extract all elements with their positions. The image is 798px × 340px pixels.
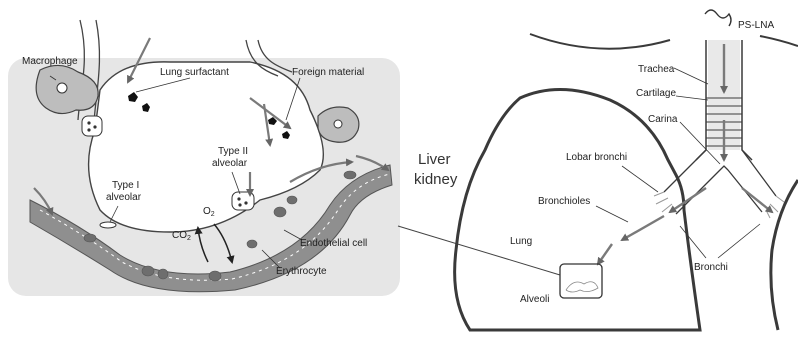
type-i-alveolar-cell <box>100 222 116 228</box>
bronchioles-arrow <box>622 216 664 240</box>
lungs-panel: PS-LNA Trachea Cartilage Carina Lobar br… <box>455 10 798 330</box>
alveoli-sketch <box>566 282 598 292</box>
label-trachea: Trachea <box>638 64 675 75</box>
bronchial-branch <box>654 192 672 212</box>
granule <box>237 197 240 200</box>
label-erythrocyte: Erythrocyte <box>276 266 327 277</box>
alveoli-inset-box <box>560 264 602 298</box>
erythrocyte-cell <box>142 266 154 276</box>
erythrocyte-cell <box>84 234 96 242</box>
label-type-i-line2: alveolar <box>106 192 142 203</box>
o2-sub: 2 <box>211 211 215 218</box>
erythrocyte-cell <box>247 240 257 248</box>
chest-wall-left <box>530 34 670 49</box>
cartilage-leader <box>676 96 708 100</box>
right-bronchus-arrow <box>742 188 772 212</box>
lobar-bronchi-leader <box>622 166 658 192</box>
bronchi-leader-left <box>680 226 706 258</box>
label-ps-lna: PS-LNA <box>738 20 774 31</box>
bronchioles-leader <box>596 206 628 222</box>
label-bronchioles: Bronchioles <box>538 196 590 207</box>
alveoli-arrow <box>598 244 612 264</box>
trachea-leader <box>674 68 708 84</box>
label-endothelial-cell: Endothelial cell <box>300 238 367 249</box>
co2-sub: 2 <box>187 235 191 242</box>
type-ii-alveolar-cell <box>82 116 102 136</box>
label-kidney: kidney <box>414 171 458 188</box>
label-type-ii-line1: Type II <box>218 146 248 157</box>
granule <box>93 125 96 128</box>
label-type-i-line1: Type I <box>112 180 139 191</box>
granule <box>244 201 247 204</box>
erythrocyte-cell <box>344 171 356 179</box>
label-type-ii-line2: alveolar <box>212 158 248 169</box>
macrophage-right-nucleus <box>334 120 342 128</box>
label-foreign-material: Foreign material <box>292 67 364 78</box>
label-cartilage: Cartilage <box>636 88 676 99</box>
label-lung-surfactant: Lung surfactant <box>160 67 229 78</box>
ps-lna-icon <box>705 10 731 26</box>
label-alveoli: Alveoli <box>520 294 549 305</box>
granule <box>238 203 241 206</box>
left-lung-outline <box>455 89 700 330</box>
granule <box>87 121 90 124</box>
alveolus-panel: Macrophage Lung surfactant Foreign mater… <box>8 20 400 296</box>
label-bronchi: Bronchi <box>694 262 728 273</box>
co2-base: CO <box>172 230 187 241</box>
left-bronchus-arrow <box>670 188 706 212</box>
erythrocyte-cell <box>287 196 297 204</box>
bronchi-leader-right <box>718 224 760 258</box>
label-lobar-bronchi: Lobar bronchi <box>566 152 627 163</box>
label-lung: Lung <box>510 236 532 247</box>
granule <box>87 128 90 131</box>
label-macrophage: Macrophage <box>22 56 78 67</box>
erythrocyte-cell <box>274 207 286 217</box>
right-lung-outline <box>771 180 798 330</box>
label-carina: Carina <box>648 114 678 125</box>
erythrocyte-cell <box>158 269 168 279</box>
chest-wall-right <box>760 36 798 46</box>
macrophage-nucleus <box>57 83 67 93</box>
zoom-connector <box>398 226 560 275</box>
erythrocyte-cell <box>209 271 221 281</box>
label-liver: Liver <box>418 151 451 168</box>
